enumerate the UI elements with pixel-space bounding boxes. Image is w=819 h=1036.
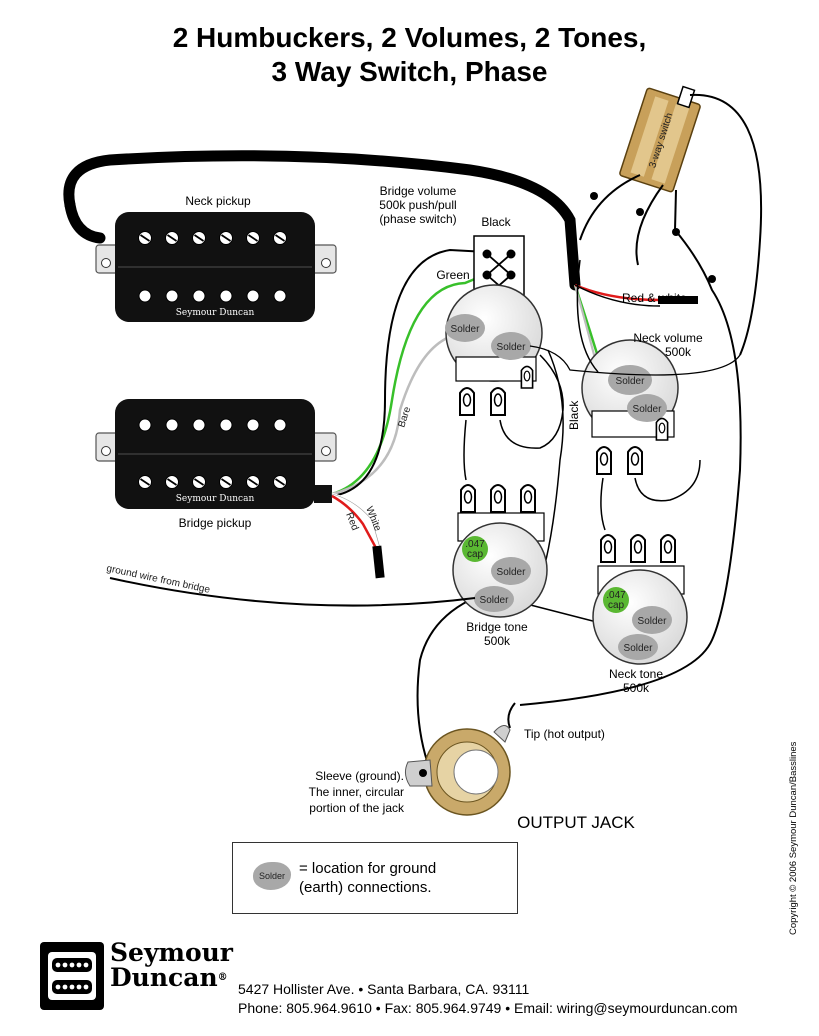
- cap-value: .047: [606, 590, 626, 601]
- brand-name: Seymour Duncan®: [110, 940, 233, 990]
- bridge-volume-label-1: Bridge volume: [380, 184, 457, 198]
- mount-screw-icon: [101, 446, 111, 456]
- seymour-duncan-logo-icon: [40, 942, 104, 1010]
- sleeve-lug: [404, 759, 433, 787]
- solder-label: Solder: [638, 616, 668, 627]
- bridge-tone-pot: .047 cap Solder Solder: [452, 484, 548, 618]
- tip-lug: [493, 725, 511, 743]
- brand-line-2-text: Duncan: [110, 963, 218, 992]
- sleeve-label-3: portion of the jack: [309, 801, 405, 815]
- bare-wire-label: Bare: [396, 405, 413, 429]
- green-wire: [331, 272, 488, 496]
- contact-block: 5427 Hollister Ave. • Santa Barbara, CA.…: [238, 980, 738, 1018]
- neck-pickup-label: Neck pickup: [185, 194, 251, 208]
- green-wire-label: Green: [436, 268, 469, 282]
- black-wire: [331, 248, 488, 497]
- solder-point: [491, 332, 531, 360]
- legend-text: = location for ground (earth) connection…: [299, 859, 436, 897]
- solder-label: Solder: [624, 643, 654, 654]
- bridge-pickup-wires: [331, 248, 488, 579]
- red-white-taped-end: [658, 296, 698, 304]
- sleeve-label-1: Sleeve (ground).: [315, 769, 404, 783]
- solder-label: Solder: [616, 376, 646, 387]
- red-white-label: Red & white: [622, 291, 687, 305]
- solder-label: Solder: [633, 404, 663, 415]
- bridge-tone-label-2: 500k: [484, 634, 511, 648]
- cap-label: cap: [467, 549, 484, 560]
- output-jack: [404, 702, 516, 816]
- bridge-volume-label-3: (phase switch): [379, 212, 456, 226]
- black-wire-label-mid: Black: [567, 400, 581, 430]
- bridge-pickup: Seymour Duncan: [95, 399, 337, 509]
- switch-wires: [519, 93, 763, 706]
- neck-pickup-cable: [63, 150, 581, 291]
- cap-value: .047: [465, 539, 485, 550]
- capacitor-icon: [462, 536, 488, 562]
- bridge-ground-wire: [109, 577, 476, 607]
- solder-point: [618, 634, 658, 660]
- neck-tone-pot: .047 cap Solder Solder: [592, 534, 688, 665]
- solder-label: Solder: [480, 595, 510, 606]
- legend-line-2: (earth) connections.: [299, 879, 432, 896]
- page-title-line-2: 3 Way Switch, Phase: [271, 56, 548, 87]
- sleeve-label-2: The inner, circular: [309, 785, 404, 799]
- solder-point: [627, 394, 667, 422]
- mount-screw-icon: [321, 446, 331, 456]
- brand-line-1: Seymour: [110, 938, 233, 967]
- solder-point: [474, 586, 514, 612]
- bare-wire: [331, 333, 456, 496]
- solder-point: [491, 557, 531, 585]
- three-way-switch: 3-way switch: [619, 87, 701, 193]
- legend-line-1: = location for ground: [299, 860, 437, 877]
- page-title-line-1: 2 Humbuckers, 2 Volumes, 2 Tones,: [172, 22, 647, 53]
- solder-label: Solder: [497, 567, 527, 578]
- bridge-tone-label-1: Bridge tone: [466, 620, 528, 634]
- neck-pickup-brand: Seymour Duncan: [176, 308, 255, 318]
- bridge-pickup-cable-exit: [314, 485, 332, 503]
- solder-point: [445, 314, 485, 342]
- black-wire-label-top: Black: [481, 215, 511, 229]
- solder-label: Solder: [451, 324, 481, 335]
- contact-line: Phone: 805.964.9610 • Fax: 805.964.9749 …: [238, 1000, 738, 1016]
- mount-screw-icon: [321, 258, 331, 268]
- solder-point: [608, 365, 652, 395]
- capacitor-icon: [603, 587, 629, 613]
- registered-mark: ®: [217, 972, 228, 983]
- switch-terminal: [676, 85, 696, 109]
- cap-label: cap: [608, 600, 625, 611]
- bridge-pickup-label: Bridge pickup: [179, 516, 252, 530]
- bridge-volume-pot: Solder Solder: [445, 235, 543, 416]
- red-white-wire-taped: [372, 545, 385, 579]
- neck-volume-pot: Solder Solder: [581, 339, 679, 475]
- address-line: 5427 Hollister Ave. • Santa Barbara, CA.…: [238, 981, 530, 997]
- solder-label: Solder: [497, 342, 527, 353]
- neck-tone-label-1: Neck tone: [609, 667, 663, 681]
- bridge-volume-label-2: 500k push/pull: [379, 198, 456, 212]
- bridge-pickup-brand: Seymour Duncan: [176, 494, 255, 504]
- solder-legend-icon: Solder: [253, 862, 291, 890]
- tip-label: Tip (hot output): [524, 727, 605, 741]
- red-wire: [331, 494, 378, 549]
- output-jack-label: OUTPUT JACK: [517, 813, 635, 832]
- neck-pickup: Seymour Duncan: [95, 212, 337, 322]
- neck-volume-label-1: Neck volume: [633, 331, 703, 345]
- solder-point: [632, 606, 672, 634]
- mount-screw-icon: [101, 258, 111, 268]
- neck-volume-label-2: 500k: [665, 345, 692, 359]
- red-wire-label: Red: [343, 511, 360, 532]
- legend-box: Solder = location for ground (earth) con…: [232, 842, 518, 914]
- copyright-notice: Copyright © 2006 Seymour Duncan/Bassline…: [788, 741, 799, 935]
- brand-line-2: Duncan®: [110, 965, 233, 990]
- neck-tone-label-2: 500k: [623, 681, 650, 695]
